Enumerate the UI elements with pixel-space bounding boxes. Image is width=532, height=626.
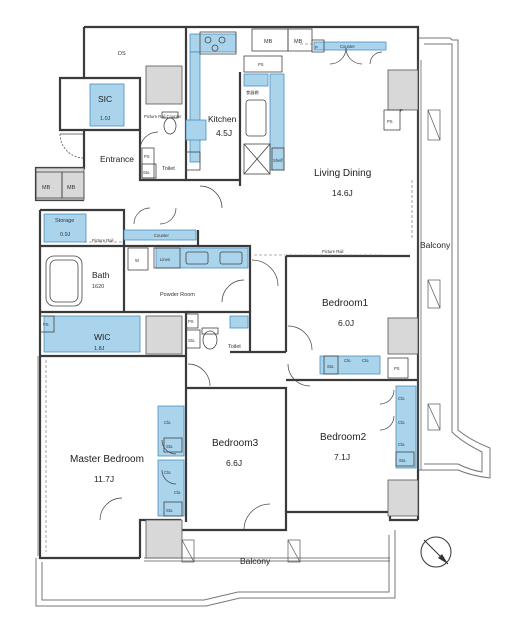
label-shelf: Shelf [273, 158, 283, 163]
label-living-area: 14.6J [332, 188, 353, 198]
room-labels: DS MB MB MB MB PS PS PS PS PS PS P P Cou… [42, 39, 451, 566]
label-toilet1: Toilet [162, 166, 175, 172]
label-mb-top1: MB [264, 39, 273, 45]
label-storage-area: 0.9J [60, 232, 71, 238]
label-balcony-bottom: Balcony [240, 556, 271, 566]
label-living: Living Dining [314, 168, 371, 179]
label-picture-rail-1: Picture Rail [322, 249, 343, 254]
label-ps-entrance: PS [144, 154, 150, 159]
label-master-area: 11.7J [94, 474, 114, 484]
north-arrow-icon [420, 536, 452, 568]
label-toilet2: Toilet [228, 344, 241, 350]
label-sic: SIC [98, 94, 112, 104]
label-sic-area: 1.0J [100, 116, 111, 122]
label-clo-bed2a: Clo. [398, 396, 405, 401]
label-master: Master Bedroom [70, 454, 144, 465]
label-food-storage: 食器棚 [246, 89, 259, 96]
label-clo-bed1b: Clo. [362, 358, 369, 363]
label-bath: Bath [92, 270, 110, 280]
label-picture-rail-2: Picture Rail [92, 238, 113, 243]
label-bedroom3: Bedroom3 [212, 438, 259, 449]
label-counter-hall: Counter [154, 233, 170, 238]
label-counter-living: Counter [340, 44, 356, 49]
label-mb-top2: MB [294, 39, 303, 45]
columns [35, 65, 419, 559]
label-linen: Linen [160, 257, 171, 262]
label-clo-b3c: Clo. [174, 490, 181, 495]
label-wic-area: 1.8J [94, 346, 105, 352]
balcony-bottom-outline [35, 530, 396, 607]
label-sto-bed2: Sto. [399, 458, 406, 463]
label-clo-b3a: Clo. [164, 420, 171, 425]
label-bedroom2: Bedroom2 [320, 432, 367, 443]
label-kitchen: Kitchen [208, 114, 237, 124]
label-clo-bed2b: Clo. [398, 420, 405, 425]
label-bedroom3-area: 6.6J [226, 458, 242, 468]
label-clo-b3b: Clo. [164, 470, 171, 475]
label-ps-wic: PS [43, 322, 49, 327]
label-sto-bed1: Sto. [327, 364, 334, 369]
label-clo-bed2c: Clo. [398, 442, 405, 447]
fixtures [35, 28, 415, 517]
label-bedroom2-area: 7.1J [334, 452, 350, 462]
label-kitchen-area: 4.5J [216, 128, 232, 138]
label-sto-toilet: Sto. [188, 338, 195, 343]
label-ps-kitchen: PS [258, 62, 264, 67]
label-sto-b3a: Sto. [166, 444, 173, 449]
label-bath-size: 1620 [92, 284, 104, 290]
balcony-right-outline [418, 37, 491, 479]
label-p-top: P [315, 45, 318, 50]
window-frames [181, 109, 441, 563]
picture-rails [45, 43, 413, 552]
door-swings [59, 47, 395, 531]
label-wic: WIC [94, 332, 111, 342]
label-clo-bed1a: Clo. [344, 358, 351, 363]
label-ps-toilet: PS [188, 319, 194, 324]
label-ps-bed1: PS [394, 366, 400, 371]
label-counter-pr: Picture Rail Counter [144, 114, 182, 119]
label-bedroom1: Bedroom1 [322, 298, 369, 309]
label-p-right: P [400, 108, 403, 113]
window-lines [37, 60, 422, 562]
label-mb-left2: MB [67, 185, 76, 191]
label-w: W [135, 258, 139, 263]
label-storage: Storage [55, 218, 74, 224]
label-sto-b3b: Sto. [166, 508, 173, 513]
label-sto-entrance: Sto. [143, 170, 150, 175]
label-ds: DS [118, 51, 126, 57]
label-ps-living: PS [387, 119, 393, 124]
label-powder: Powder Room [160, 292, 195, 298]
label-bedroom1-area: 6.0J [338, 318, 354, 328]
label-balcony-right: Balcony [420, 240, 451, 250]
label-entrance: Entrance [100, 154, 134, 164]
label-mb-left1: MB [42, 185, 51, 191]
blue-storage [43, 33, 417, 517]
